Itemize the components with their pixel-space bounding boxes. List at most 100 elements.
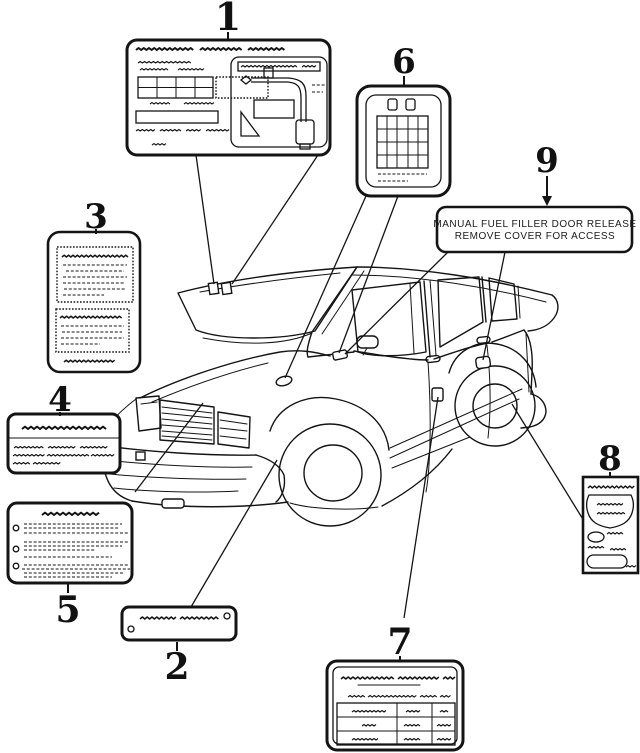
rear-bumper [520, 393, 547, 429]
wedge-shape [240, 110, 261, 137]
mirror-stem [362, 347, 368, 356]
rear-door-window [437, 276, 484, 348]
label-4-outline [6, 412, 122, 475]
callout-3[interactable]: 3 [84, 197, 108, 237]
label-6-outline [355, 84, 452, 198]
label-9-fuel-filler-release[interactable]: MANUAL FUEL FILLER DOOR RELEASE REMOVE C… [433, 205, 636, 254]
b-pillar [423, 280, 431, 358]
leader-9a [344, 251, 449, 355]
label-3-title [61, 254, 129, 258]
callout-6[interactable]: 6 [392, 42, 416, 82]
canister-base [299, 143, 311, 150]
label-5-bulleted-instructions[interactable] [6, 501, 134, 585]
label-7-title [340, 676, 395, 680]
front-door-window [351, 281, 427, 357]
label-7-title [442, 676, 456, 680]
label-5-outline [6, 501, 134, 585]
label-7-title [397, 676, 440, 680]
leader-6b [338, 195, 399, 354]
grid-lines [376, 115, 429, 169]
callout-2[interactable]: 2 [164, 646, 189, 688]
label-8-text [587, 545, 605, 549]
grid-slot-a [387, 98, 398, 111]
vehicle-drawing [100, 266, 559, 527]
label-1-text [183, 102, 215, 105]
label-2-text [139, 616, 177, 620]
diagram-header-bar [237, 61, 321, 72]
leader-8 [511, 403, 585, 522]
label-3-title-2 [59, 315, 123, 319]
rear-rim [472, 383, 518, 429]
diagram-header-text [301, 64, 317, 68]
callout-8[interactable]: 8 [598, 439, 622, 479]
underbody-front [289, 502, 379, 510]
label-1-emission-vacuum-routing[interactable] [125, 38, 332, 157]
leader-1b [231, 154, 319, 285]
label-8-outline [581, 475, 640, 575]
callout-5[interactable]: 5 [55, 589, 80, 631]
leader-1a [195, 154, 215, 285]
label-1-text [159, 128, 182, 132]
a-pillar-inner [321, 270, 365, 335]
label-8-text [625, 565, 637, 568]
label-3-panel-1 [56, 246, 134, 303]
fender-top-line [139, 350, 331, 399]
headlight-line [140, 401, 158, 405]
front-door-handle [425, 354, 441, 364]
label-5-header [41, 511, 100, 516]
door-cut-front [425, 361, 431, 493]
front-tire [278, 423, 382, 527]
fender-label-marker [275, 375, 293, 387]
label-3-panel-2 [55, 308, 130, 353]
hose-stub [263, 67, 274, 79]
moulding-2 [389, 398, 520, 459]
quarter-window [488, 277, 518, 322]
bumper-mid [105, 459, 253, 468]
grille-slats [161, 406, 213, 441]
label-2-front-strip[interactable] [120, 605, 238, 642]
label-4-notice-text[interactable] [6, 412, 122, 475]
airdam [131, 500, 289, 508]
rear-door-handle [476, 335, 491, 345]
label-6-grid-diagram[interactable] [355, 84, 452, 198]
headlight [135, 395, 162, 432]
label-7-table-lines [336, 702, 456, 746]
label-8-text [606, 531, 624, 535]
label-1-text [151, 143, 167, 146]
beltline-rear [491, 329, 525, 343]
diagram-header-text [240, 64, 298, 68]
label-9-line2: REMOVE COVER FOR ACCESS [455, 231, 615, 242]
vacuum-diagram-box [230, 56, 328, 148]
screw-hole-left [127, 625, 135, 633]
callout-9[interactable]: 9 [535, 141, 559, 181]
door-mirror [356, 335, 379, 349]
label-1-title-squiggle [199, 47, 243, 51]
label-1-text [205, 128, 230, 132]
rear-wheel-arch [448, 342, 537, 388]
label-3-two-panel-text[interactable] [46, 230, 142, 374]
label-3-footer [63, 359, 116, 363]
label-1-title-squiggle [135, 47, 194, 51]
rear-roof-corner [527, 294, 559, 332]
label-6-inner [365, 94, 442, 188]
label-9-outline [435, 205, 634, 254]
corner-lamp [217, 411, 251, 449]
shield-text [596, 511, 626, 515]
bullet-2 [12, 545, 20, 553]
label-8-shield-warning[interactable] [581, 475, 640, 575]
shield-text [596, 502, 624, 506]
label-1-text [137, 60, 192, 64]
drip-rail [351, 274, 547, 303]
callout-4[interactable]: 4 [48, 380, 72, 420]
fender-inner-line [151, 362, 269, 403]
blob-shape [587, 531, 605, 543]
label-7-pressure-table[interactable] [325, 659, 465, 752]
leader-2 [190, 459, 278, 608]
label-7-inner [332, 666, 458, 745]
component-box [253, 99, 295, 119]
leader-5 [134, 402, 204, 493]
b-pillar-inner [429, 279, 437, 356]
bumper-top [105, 445, 257, 456]
shield-shape [585, 494, 635, 529]
